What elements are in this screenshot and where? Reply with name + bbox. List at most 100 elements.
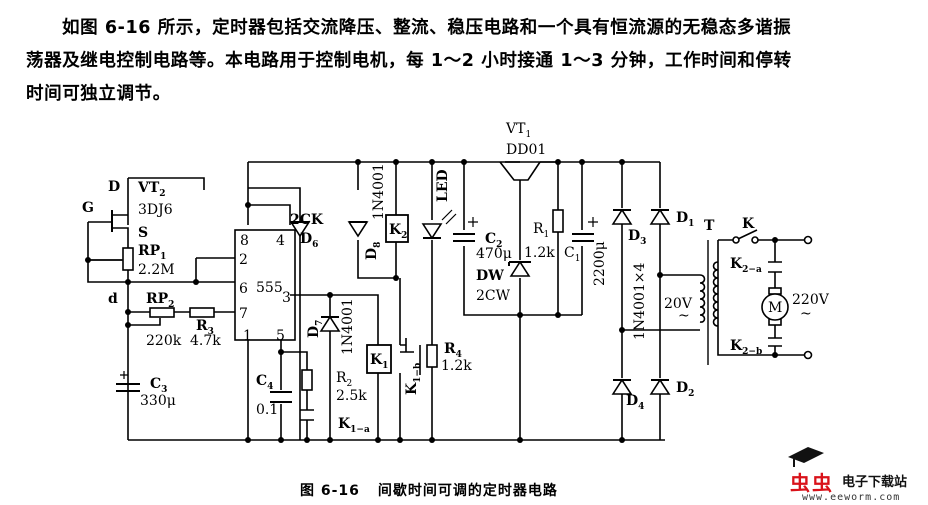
r1-label: R1 (533, 221, 549, 240)
k2-relay-coil (385, 214, 409, 243)
d6-model: 2CK (290, 212, 324, 228)
junction-dots (85, 159, 778, 443)
d4-label: D4 (626, 393, 644, 412)
figure-number: 图 6-16 (300, 483, 360, 499)
k1a-label: K1−a (338, 416, 370, 435)
rp2-value: 220k (146, 333, 182, 349)
transformer-t (699, 240, 719, 365)
d6-label: D6 (300, 231, 318, 250)
c2-label: C2 (485, 231, 502, 250)
vt2-pin-s: S (138, 225, 148, 241)
d2-diode (649, 378, 671, 395)
switch-k (732, 229, 759, 244)
transformer-secondary: 20V (664, 296, 693, 312)
ic-pin-5: 5 (276, 328, 285, 344)
d4-diode (611, 378, 633, 395)
wires (87, 161, 805, 441)
c4-capacitor (270, 391, 292, 403)
c4-value: 0.1 (256, 402, 278, 418)
dw-label: DW (476, 268, 504, 284)
terminal-bottom (803, 350, 813, 360)
switch-k-label: K (742, 216, 755, 232)
watermark-logo: 虫虫 电子下载站 www.eeworm.com (772, 445, 928, 505)
motor-voltage: 220V (792, 292, 830, 308)
bridge-model: 1N4001×4 (632, 262, 648, 340)
k1-label: K1 (370, 352, 388, 371)
motor-label: M (768, 300, 782, 316)
ic-pin-3: 3 (282, 290, 291, 306)
description-paragraph: 如图 6-16 所示，定时器包括交流降压、整流、稳压电路和一个具有恒流源的无稳态… (26, 12, 906, 111)
ic-name: 555 (256, 280, 283, 296)
c4-label: C4 (256, 373, 273, 392)
watermark-url: www.eeworm.com (802, 492, 901, 503)
ic-pin-7: 7 (239, 306, 248, 322)
c2-value: 470μ (476, 246, 512, 262)
ic-pin-2: 2 (239, 252, 248, 268)
rp1-label: RP1 (138, 243, 166, 262)
motor-m (761, 287, 789, 326)
dw-model: 2CW (476, 288, 511, 304)
r3-label: R3 (196, 318, 214, 337)
d6-diode (289, 221, 311, 238)
d3-label: D3 (628, 228, 646, 247)
vt1-label: VT1 (505, 121, 531, 140)
description-line-2: 荡器及继电控制电路等。本电路用于控制电机，每 1～2 小时接通 1～3 分钟，工… (26, 51, 792, 71)
graduation-cap-icon (788, 447, 824, 467)
vt1-model: DD01 (506, 142, 546, 158)
description-line-1: 如图 6-16 所示，定时器包括交流降压、整流、稳压电路和一个具有恒流源的无稳态… (62, 18, 792, 38)
d3-diode (611, 208, 633, 225)
k2b-label: K2−b (730, 338, 762, 357)
r1-resistor (552, 209, 564, 233)
r3-value: 4.7k (190, 333, 221, 349)
ic-pin-4: 4 (276, 233, 285, 249)
c2-capacitor (453, 217, 478, 242)
r4-label: R4 (444, 341, 462, 360)
r4-value: 1.2k (441, 358, 472, 374)
r1-value: 1.2k (524, 245, 555, 261)
r2-label: R2 (336, 370, 352, 389)
description-line-3: 时间可独立调节。 (26, 84, 171, 104)
rp1-value: 2.2M (138, 262, 175, 278)
d2-label: D2 (676, 380, 694, 399)
r3-resistor (189, 307, 215, 318)
d1-label: D1 (676, 210, 694, 229)
k1-relay-coil (366, 344, 392, 374)
k1a-contact (300, 409, 314, 421)
k2-label: K2 (389, 222, 407, 241)
motor-ac: ~ (800, 306, 812, 322)
d8-label: D8 (364, 242, 383, 260)
node-d-label: d (108, 291, 118, 307)
c1-capacitor (572, 217, 598, 242)
d8-diode (347, 221, 369, 238)
k2a-label: K2−a (730, 256, 762, 275)
d7-diode (319, 315, 341, 332)
vt2-label: VT2 (137, 180, 166, 199)
watermark-brand: 虫虫 (790, 471, 834, 495)
rp2-label: RP2 (146, 291, 174, 310)
c1-label: C1 (564, 245, 580, 264)
k2b-contact (768, 337, 782, 347)
vt2-pin-g: G (82, 200, 94, 216)
led-label: LED (435, 169, 451, 202)
figure-title: 间歇时间可调的定时器电路 (377, 483, 558, 499)
ic-pin-8: 8 (240, 233, 249, 249)
d7-model: 1N4001 (340, 298, 356, 355)
c3-label: C3 (150, 376, 167, 395)
ic-pin-1: 1 (243, 328, 252, 344)
timing-resistor (301, 369, 313, 391)
k1b-label: K1−b (404, 363, 423, 395)
rp2-resistor (149, 307, 175, 318)
vt2-model: 3DJ6 (138, 202, 173, 218)
wire-d6 (248, 187, 301, 440)
terminal-top (803, 235, 813, 245)
k1b-contact (400, 338, 414, 353)
c1-value: 2200μ (592, 241, 608, 286)
d8-model: 1N4001 (371, 163, 387, 220)
transformer-ac: ~ (678, 308, 690, 324)
d1-diode (649, 208, 671, 225)
d7-label: D7 (306, 320, 325, 338)
rp1-resistor (122, 247, 134, 271)
led-diode (421, 209, 457, 240)
k2a-contact (768, 261, 782, 273)
